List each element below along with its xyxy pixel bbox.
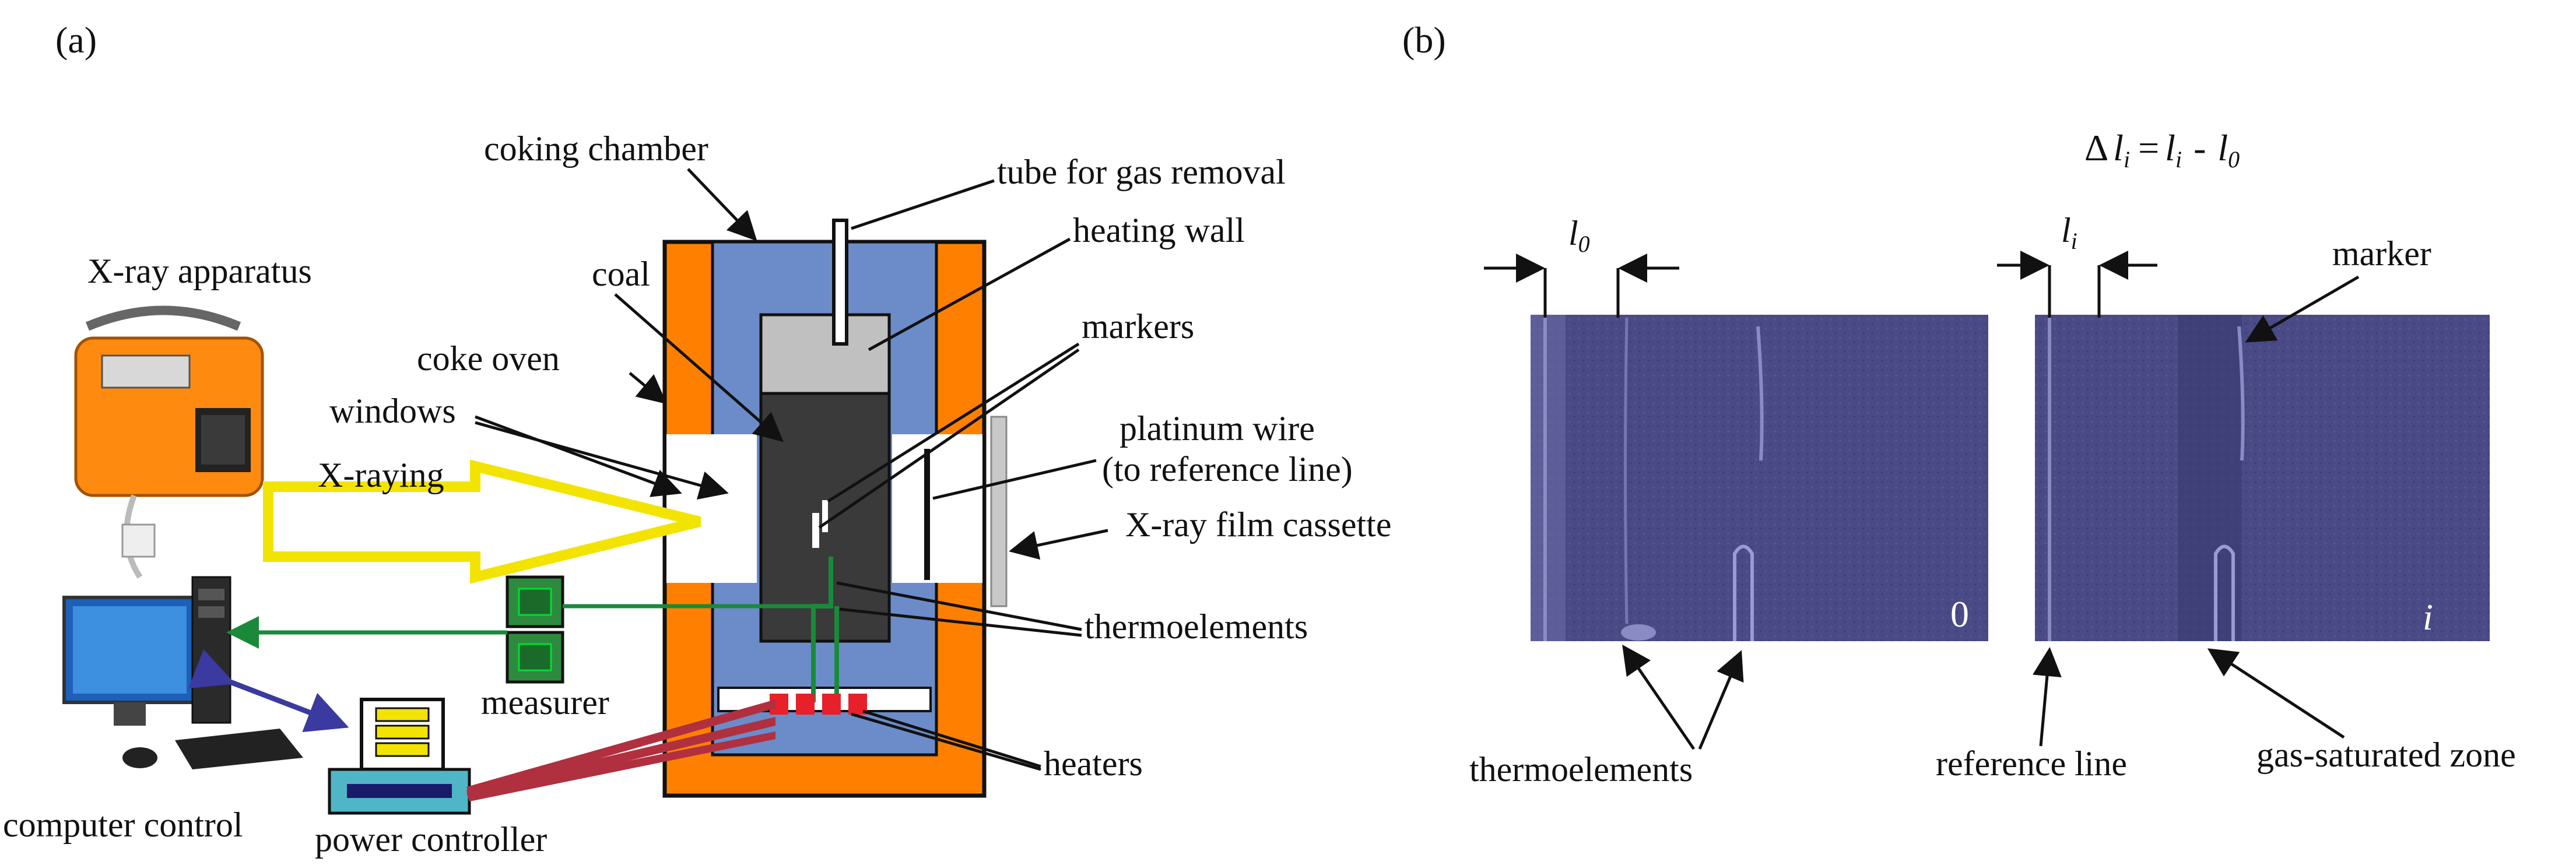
xray-apparatus-icon bbox=[74, 305, 264, 579]
leader-heaters-1 bbox=[862, 709, 1041, 768]
window-left bbox=[666, 434, 714, 583]
label-marker: marker bbox=[2332, 234, 2431, 273]
label-coke-oven: coke oven bbox=[417, 339, 560, 378]
gas-removal-tube bbox=[832, 219, 848, 346]
leader-platinum-wire bbox=[932, 459, 1097, 500]
marker-left bbox=[1756, 326, 1764, 461]
computer-icon bbox=[62, 576, 303, 769]
label-measurer: measurer bbox=[481, 683, 609, 722]
label-film-cassette: X-ray film cassette bbox=[1125, 505, 1391, 544]
leader-thermo-2 bbox=[839, 607, 1082, 637]
marker-2 bbox=[822, 500, 828, 532]
panel-a-tag: (a) bbox=[55, 19, 97, 61]
leader-coal bbox=[614, 293, 784, 442]
dimension-li: li bbox=[1997, 211, 2157, 318]
computer-power-link bbox=[188, 649, 349, 732]
panel-b-tag: (b) bbox=[1402, 19, 1446, 61]
marker-line-left bbox=[1624, 317, 1629, 624]
leader-coking-chamber bbox=[687, 168, 757, 241]
window-right bbox=[935, 434, 982, 583]
power-controller-icon bbox=[328, 698, 471, 815]
leader-thermo-1 bbox=[836, 581, 1082, 631]
label-coal: coal bbox=[592, 255, 650, 293]
leader-heating-wall bbox=[868, 237, 1071, 351]
leader-marker-2 bbox=[818, 348, 1080, 529]
label-coking-chamber: coking chamber bbox=[484, 129, 708, 168]
leader-window-2 bbox=[475, 421, 729, 500]
label-gas-saturated-zone: gas-saturated zone bbox=[2256, 736, 2516, 774]
thermoelement-trace-left bbox=[1733, 544, 1754, 641]
leader-heaters-2 bbox=[851, 712, 1041, 771]
window-inner-left bbox=[713, 434, 757, 583]
leader-marker bbox=[2245, 275, 2360, 343]
label-platinum-wire-note: (to reference line) bbox=[1102, 450, 1353, 488]
leader-film-cassette bbox=[1009, 529, 1108, 560]
leader-thermo-b-2 bbox=[1698, 650, 1744, 750]
dim-label-li: li bbox=[2061, 211, 2077, 254]
measurer-icon bbox=[506, 575, 564, 684]
coke-oven-schematic bbox=[662, 219, 1008, 798]
label-thermoelements-b: thermoelements bbox=[1469, 750, 1693, 789]
radiograph-left: 0 bbox=[1531, 315, 1988, 641]
leader-thermo-b-1 bbox=[1622, 644, 1696, 750]
label-computer-control: computer control bbox=[3, 806, 243, 844]
label-xray-apparatus: X-ray apparatus bbox=[87, 252, 312, 290]
leader-marker-1 bbox=[827, 342, 1080, 503]
dimension-l0: l0 bbox=[1484, 214, 1679, 318]
leader-reference-line bbox=[2033, 647, 2062, 747]
xray-film-cassette bbox=[990, 416, 1008, 607]
heater-2 bbox=[796, 694, 815, 715]
dim-label-l0: l0 bbox=[1568, 214, 1590, 257]
label-reference-line: reference line bbox=[1936, 744, 2127, 783]
film-right bbox=[2035, 315, 2490, 641]
frame-label-right: i bbox=[2423, 596, 2433, 638]
marker-right bbox=[2237, 326, 2245, 461]
label-power-controller: power controller bbox=[315, 820, 547, 859]
heating-wall bbox=[759, 313, 891, 395]
heater-3 bbox=[822, 694, 841, 715]
leader-coke-oven bbox=[629, 372, 667, 405]
label-heaters: heaters bbox=[1044, 744, 1143, 783]
label-heating-wall: heating wall bbox=[1073, 211, 1245, 249]
power-supply-rays bbox=[466, 699, 775, 801]
label-tube-gas-removal: tube for gas removal bbox=[997, 153, 1286, 191]
marker-1 bbox=[812, 513, 819, 548]
leader-tube bbox=[851, 179, 995, 230]
xray-beam-arrow bbox=[263, 459, 701, 584]
platinum-wire bbox=[924, 449, 930, 580]
gas-saturated-zone bbox=[2178, 315, 2242, 641]
label-xraying: X-raying bbox=[318, 456, 444, 494]
frame-label-left: 0 bbox=[1950, 593, 1969, 635]
radiograph-right: i bbox=[2035, 315, 2490, 641]
label-platinum-wire: platinum wire bbox=[1119, 409, 1315, 448]
label-markers: markers bbox=[1082, 307, 1194, 346]
label-windows: windows bbox=[329, 392, 456, 430]
label-thermoelements-a: thermoelements bbox=[1085, 607, 1308, 646]
leader-gas-zone bbox=[2207, 648, 2345, 739]
leader-window-1 bbox=[475, 415, 682, 497]
thermoelement-trace-right bbox=[2214, 544, 2235, 641]
